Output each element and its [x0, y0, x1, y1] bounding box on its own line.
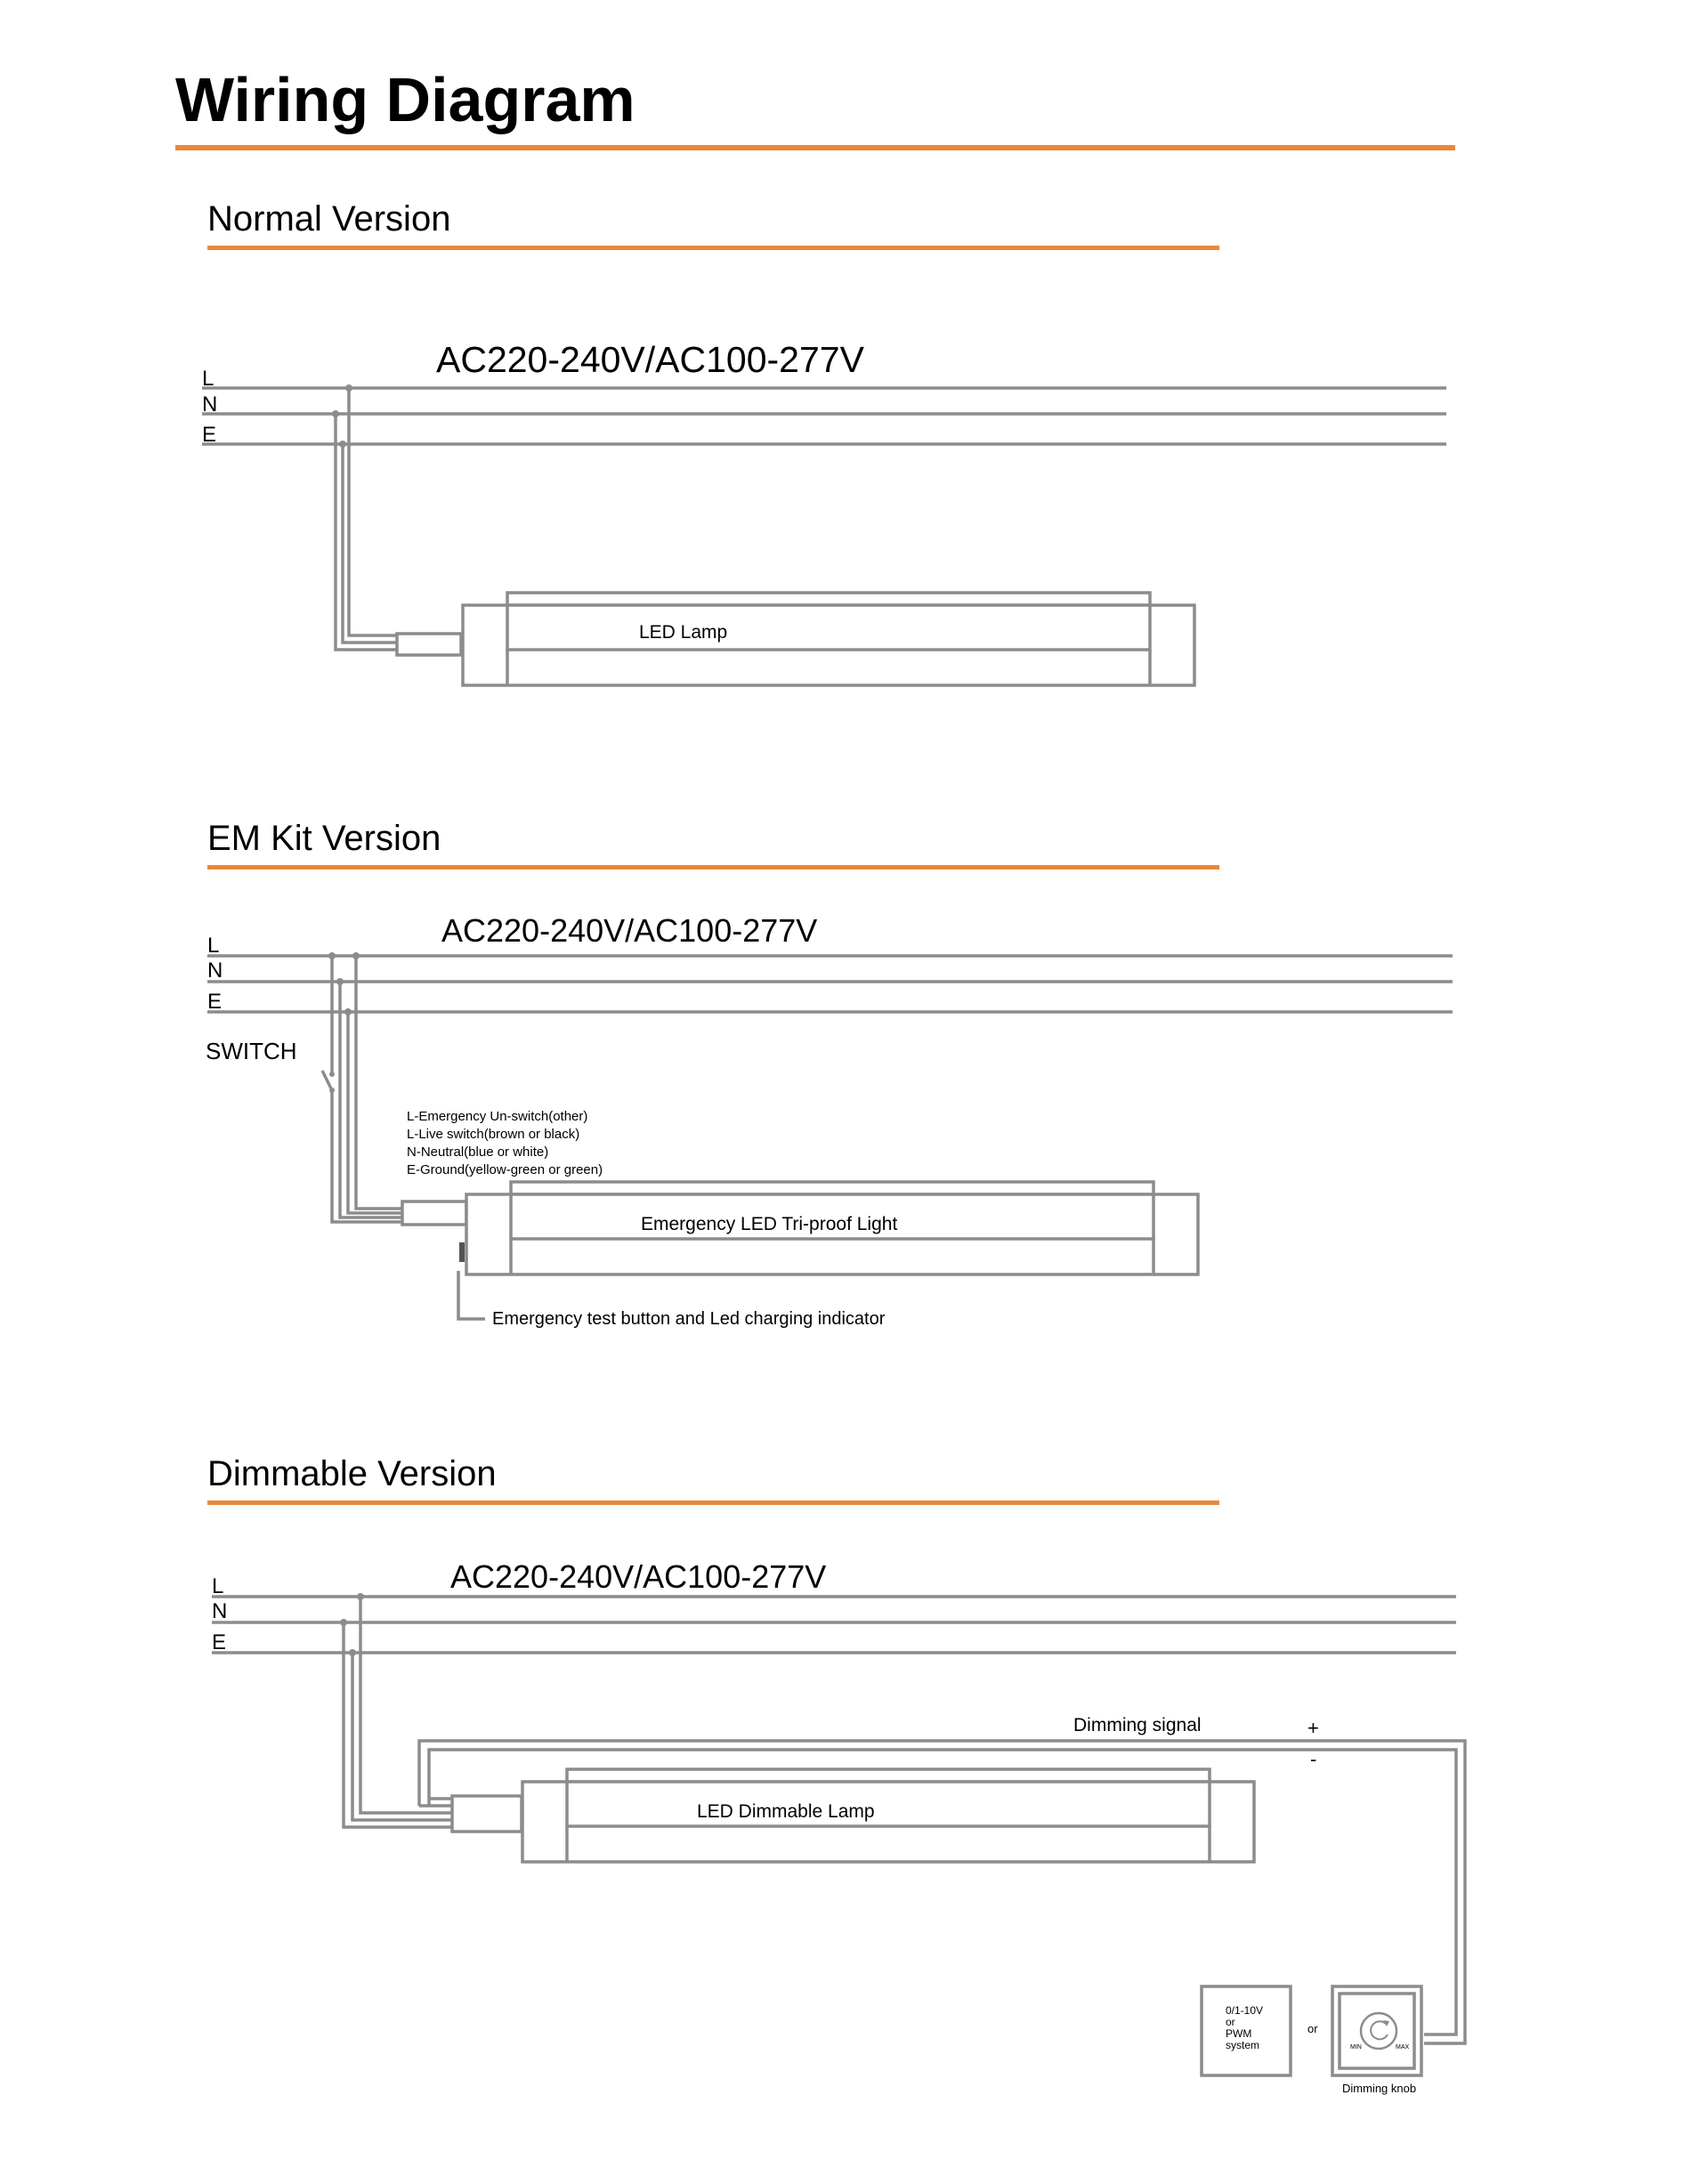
dimmable-label-n: N — [212, 1599, 227, 1623]
emkit-legend-line-4: E-Ground(yellow-green or green) — [407, 1162, 603, 1177]
emkit-voltage-label: AC220-240V/AC100-277V — [441, 912, 817, 949]
normal-version-section: Normal Version AC220-240V/AC100-277V L N… — [202, 199, 1446, 687]
page-title: Wiring Diagram — [175, 65, 635, 134]
normal-drop-e — [341, 444, 397, 644]
dimmable-lamp-label: LED Dimmable Lamp — [697, 1801, 875, 1822]
dimmable-version-heading: Dimmable Version — [207, 1454, 497, 1493]
dimmable-signal-wire-minus — [427, 1748, 1458, 2036]
emkit-drop-l-switched — [330, 1090, 402, 1224]
dimmable-plus-label: + — [1307, 1717, 1319, 1739]
normal-label-e: E — [202, 423, 216, 447]
normal-version-heading: Normal Version — [207, 199, 450, 239]
dimmable-minus-label: - — [1310, 1748, 1316, 1770]
emkit-legend-line-1: L-Emergency Un-switch(other) — [407, 1109, 587, 1124]
dimmable-knob-dial-icon — [1359, 2011, 1398, 2051]
emkit-version-section: EM Kit Version AC220-240V/AC100-277V L N… — [206, 819, 1453, 1329]
emkit-drop-n — [338, 982, 402, 1219]
emkit-switch-label: SWITCH — [206, 1038, 297, 1064]
dimmable-signal-wire-plus — [417, 1739, 1467, 2045]
emkit-test-button-icon — [459, 1242, 465, 1262]
emkit-test-button-label: Emergency test button and Led charging i… — [492, 1309, 886, 1329]
emkit-label-l: L — [207, 934, 219, 958]
dimmable-control-system-box — [1200, 1985, 1292, 2077]
emkit-drop-e — [346, 1012, 402, 1215]
emkit-label-n: N — [207, 959, 223, 983]
dimmable-voltage-label: AC220-240V/AC100-277V — [450, 1558, 826, 1595]
emkit-switch-lever-icon — [320, 1070, 334, 1091]
dimmable-knob-label: Dimming knob — [1342, 2082, 1416, 2095]
dimmable-version-section: Dimmable Version AC220-240V/AC100-277V L… — [207, 1454, 1467, 2095]
dimmable-knob-min-label: MIN — [1350, 2044, 1362, 2051]
emkit-lamp-label: Emergency LED Tri-proof Light — [641, 1214, 897, 1234]
normal-drop-n — [334, 414, 397, 651]
emkit-lamp-top-rail — [509, 1180, 1155, 1196]
dimmable-system-line-4: system — [1226, 2039, 1259, 2051]
normal-label-l: L — [202, 367, 214, 391]
normal-voltage-label: AC220-240V/AC100-277V — [436, 339, 865, 380]
dimmable-label-l: L — [212, 1574, 223, 1598]
normal-drop-l — [347, 388, 397, 637]
dimmable-lamp-top-rail — [565, 1767, 1211, 1784]
dimmable-knob-rotate-icon — [1370, 2020, 1388, 2041]
emkit-lamp-diffuser — [509, 1193, 1155, 1241]
normal-version-underline — [207, 246, 1219, 250]
dimmable-drop-l — [359, 1597, 452, 1815]
dimmable-knob-max-label: MAX — [1396, 2044, 1410, 2051]
emkit-switch-contact-top — [329, 1072, 335, 1077]
normal-label-n: N — [202, 392, 217, 417]
emkit-label-e: E — [207, 990, 222, 1014]
emkit-legend-line-3: N-Neutral(blue or white) — [407, 1145, 548, 1160]
emkit-legend-line-2: L-Live switch(brown or black) — [407, 1127, 579, 1142]
emkit-drop-l-unswitched — [354, 956, 402, 1210]
dimmable-knob-inner-box — [1338, 1992, 1416, 2070]
emkit-version-heading: EM Kit Version — [207, 819, 441, 858]
normal-lamp-diffuser — [506, 603, 1152, 651]
dimmable-system-line-1: 0/1-10V — [1226, 2004, 1263, 2017]
title-underline — [175, 145, 1455, 150]
dimmable-knob-arrow-icon — [1383, 2020, 1389, 2026]
normal-lamp-top-rail — [506, 591, 1152, 607]
dimmable-lamp-diffuser — [565, 1780, 1211, 1828]
emkit-test-button-leader — [457, 1271, 485, 1321]
dimmable-signal-label: Dimming signal — [1073, 1715, 1202, 1735]
dimmable-label-e: E — [212, 1630, 226, 1654]
dimmable-connector — [450, 1794, 523, 1833]
dimmable-system-line-2: or — [1226, 2016, 1235, 2028]
dimmable-drop-e — [351, 1653, 452, 1822]
dimmable-version-underline — [207, 1500, 1219, 1505]
emkit-version-underline — [207, 865, 1219, 870]
dimmable-system-line-3: PWM — [1226, 2027, 1251, 2040]
emkit-connector — [401, 1200, 468, 1226]
dimmable-or-label: or — [1307, 2022, 1318, 2035]
normal-connector — [395, 632, 463, 657]
normal-lamp-label: LED Lamp — [639, 622, 727, 643]
dimmable-drop-n — [342, 1622, 452, 1829]
